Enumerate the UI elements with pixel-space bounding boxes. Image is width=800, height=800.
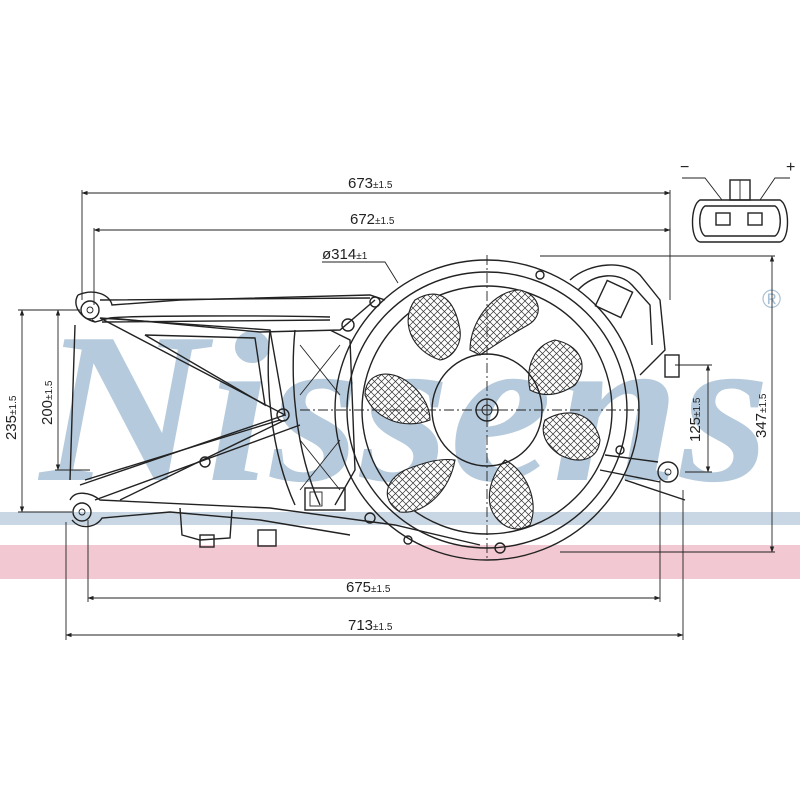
- connector-minus-label: −: [680, 159, 689, 176]
- dim-200: 200±1.5: [39, 380, 56, 425]
- fan-blades: [364, 289, 601, 530]
- dim-125: 125±1.5: [687, 397, 704, 442]
- watermark-band-pink: [0, 545, 800, 579]
- fan: [300, 255, 640, 561]
- dim-347: 347±1.5: [753, 393, 770, 438]
- dim-235: 235±1.5: [3, 395, 20, 440]
- dim-673: 673±1.5: [348, 175, 393, 192]
- dim-675: 675±1.5: [346, 579, 391, 596]
- dimensions: 673±1.5 672±1.5 ø314±1 235±1.5 200±1.5 1…: [3, 175, 775, 640]
- shroud-frame: [69, 264, 686, 554]
- dim-314-diameter: ø314±1: [322, 246, 368, 263]
- dim-672: 672±1.5: [350, 211, 395, 228]
- dim-713: 713±1.5: [348, 617, 393, 634]
- connector-plus-label: +: [786, 159, 795, 176]
- electrical-connector: − +: [680, 159, 795, 243]
